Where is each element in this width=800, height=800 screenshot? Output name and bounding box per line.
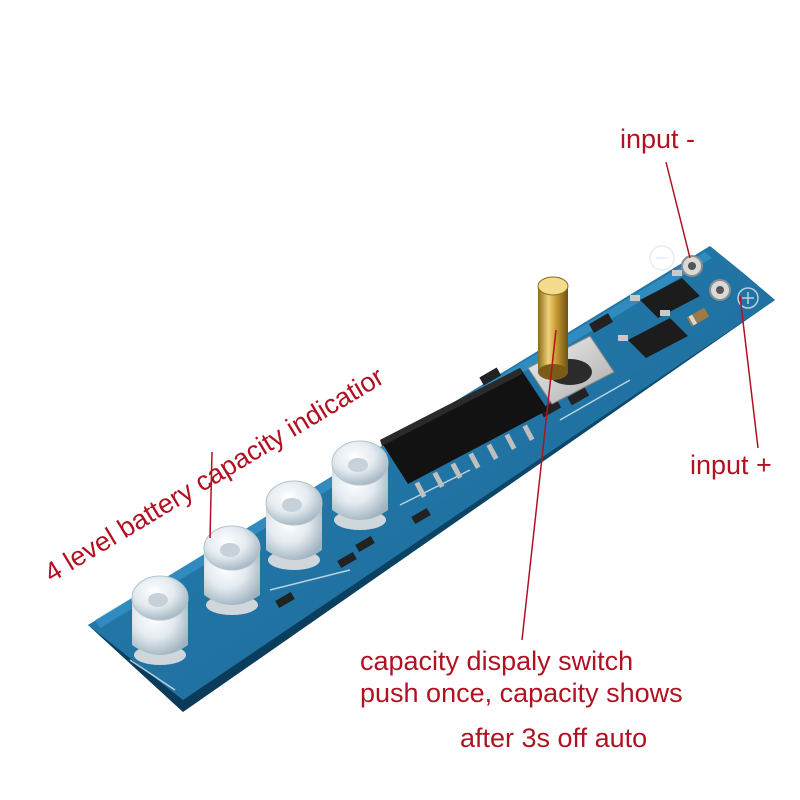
input-plus-label: input + — [690, 450, 772, 480]
led-3 — [265, 480, 323, 570]
smd-transistor — [618, 310, 688, 358]
annotation-lines — [209, 161, 759, 641]
pointer-switch — [521, 329, 557, 641]
smd-components — [275, 307, 710, 608]
input-minus-label: input - — [620, 124, 696, 154]
pointer-capacity-indicator — [209, 451, 213, 539]
switch-label-line-2: push once, capacity shows — [360, 678, 683, 708]
ic-chip — [380, 368, 548, 499]
switch-label-line-1: capacity dispaly switch — [360, 646, 634, 676]
switch-label-line-3: after 3s off auto — [460, 723, 648, 753]
led-4 — [331, 440, 389, 530]
led-1 — [131, 575, 189, 665]
led-2 — [203, 525, 261, 615]
silkscreen-markings — [129, 245, 759, 691]
pointer-input-plus — [739, 295, 759, 449]
pointer-input-minus — [665, 161, 691, 259]
smd-transistor — [630, 270, 700, 318]
